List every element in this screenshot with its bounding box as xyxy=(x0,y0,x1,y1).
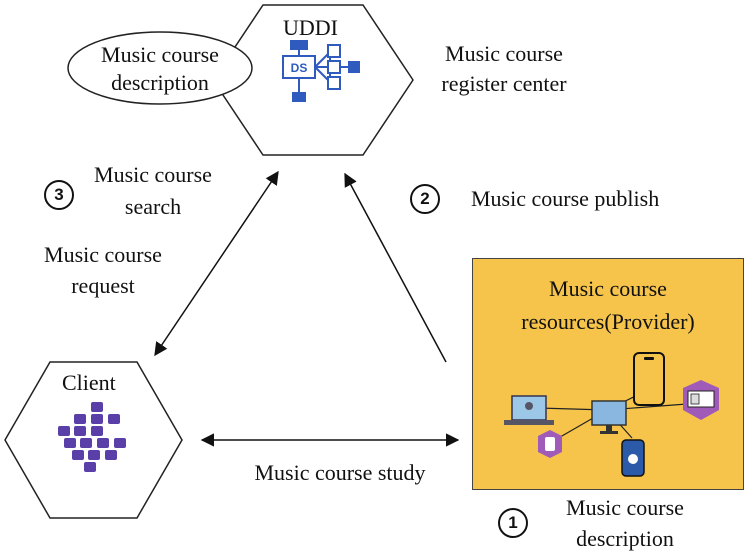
publish-label: Music course publish xyxy=(471,186,660,211)
ds-label: DS xyxy=(291,61,308,75)
desk-phone-icon xyxy=(683,380,719,420)
description-ellipse-line2: description xyxy=(111,70,209,95)
mobile-icon xyxy=(538,430,562,458)
description-ellipse xyxy=(67,31,253,105)
register-center-line2: register center xyxy=(441,71,567,96)
search-line1: Music course xyxy=(94,162,212,187)
provider-description-line2: description xyxy=(576,526,674,551)
publish-arrow xyxy=(344,172,447,363)
step-1-badge: 1 xyxy=(498,508,528,538)
request-line2: request xyxy=(71,273,135,298)
devices-network xyxy=(504,352,719,477)
register-center-line1: Music course xyxy=(445,41,563,66)
client-blocks-icon xyxy=(58,402,126,472)
study-label: Music course study xyxy=(254,460,426,485)
description-ellipse-line1: Music course xyxy=(101,42,219,67)
apple-phone-icon xyxy=(621,439,645,477)
phone-icon xyxy=(633,352,665,406)
provider-box xyxy=(472,258,744,490)
provider-description-line1: Music course xyxy=(566,495,684,520)
step-3-badge: 3 xyxy=(44,180,74,210)
client-hexagon xyxy=(4,361,183,519)
step-2-badge: 2 xyxy=(410,184,440,214)
laptop-icon xyxy=(504,395,554,425)
ds-icon: DS xyxy=(282,40,360,102)
search-arrow xyxy=(154,170,279,357)
request-line1: Music course xyxy=(44,242,162,267)
search-line2: search xyxy=(124,194,182,219)
monitor-icon xyxy=(591,400,627,434)
uddi-title: UDDI xyxy=(283,15,338,40)
client-title: Client xyxy=(62,370,116,395)
provider-line2: resources(Provider) xyxy=(521,309,695,334)
provider-line1: Music course xyxy=(549,276,667,301)
